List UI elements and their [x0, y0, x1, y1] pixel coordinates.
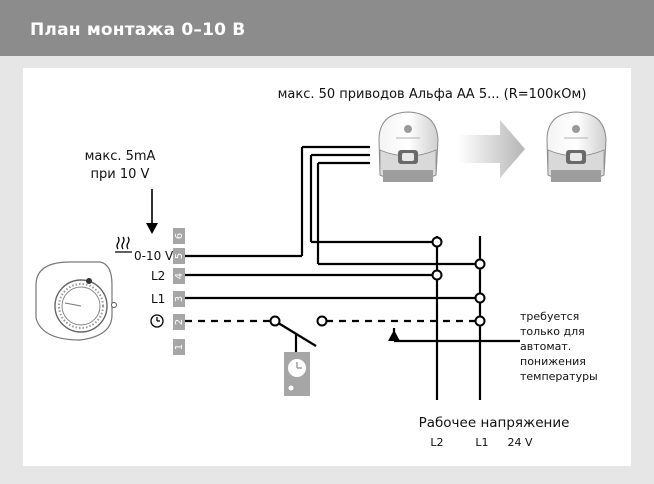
junction-dots	[269, 236, 486, 327]
note-line: автомат.	[520, 340, 571, 353]
terminal-number: 3	[174, 296, 185, 302]
thermostat-icon	[35, 261, 117, 341]
actuator-icon	[378, 111, 439, 182]
header-bar: План монтажа 0–10 В	[0, 0, 654, 56]
terminal-label-l1: L1	[151, 292, 165, 306]
timer-circuit	[185, 319, 520, 352]
current-note-line2: при 10 V	[91, 167, 150, 182]
note-line: температуры	[520, 370, 598, 383]
timer-icon	[284, 352, 310, 396]
terminal-label-l2: L2	[151, 269, 165, 283]
page-title: План монтажа 0–10 В	[30, 20, 246, 40]
diagram-panel	[23, 68, 631, 466]
note-line: требуется	[520, 310, 579, 323]
note-arrow-head	[388, 330, 400, 341]
terminal-block: 6 5 4 3 2 1	[173, 228, 185, 355]
actuators-label: макс. 50 приводов Альфа АА 5... (R=100кО…	[278, 87, 587, 102]
supply-term-voltage: 24 V	[507, 436, 532, 449]
terminal-number: 2	[174, 319, 185, 325]
note-line: только для	[520, 325, 585, 338]
arrow-icon	[458, 120, 525, 178]
terminal-number: 6	[174, 233, 185, 239]
terminal-number: 5	[174, 253, 185, 259]
supply-label: Рабочее напряжение	[419, 415, 570, 431]
down-arrow-head	[146, 223, 158, 234]
clock-icon	[150, 314, 164, 328]
supply-term-l2: L2	[430, 436, 443, 449]
actuator-icon	[546, 111, 607, 182]
supply-term-l1: L1	[475, 436, 488, 449]
note-line: понижения	[520, 355, 586, 368]
terminal-number: 1	[174, 344, 185, 350]
terminal-number: 4	[174, 273, 185, 279]
current-note-line1: макс. 5mA	[85, 149, 156, 164]
wiring	[185, 145, 482, 400]
terminal-label-0-10v: 0-10 V	[134, 249, 174, 263]
heating-icon	[115, 236, 132, 253]
